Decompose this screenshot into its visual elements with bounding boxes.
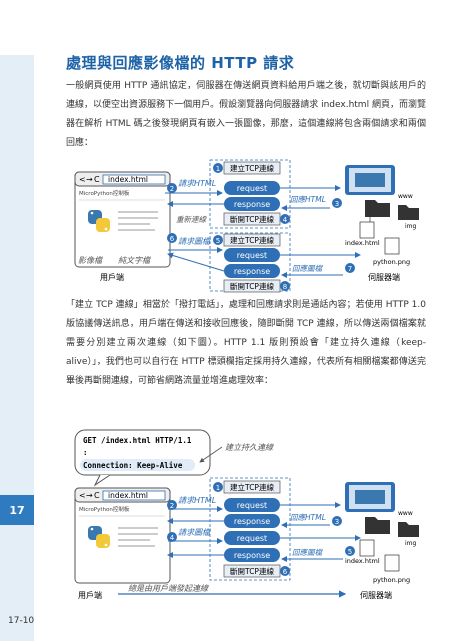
browser-caption: MicroPython控制板 [79,189,130,197]
hand-persistent: 建立持久連線 [225,443,274,452]
svg-text:7: 7 [348,265,352,273]
python-logo-icon [88,210,110,232]
svg-text:1: 1 [216,484,220,492]
client-label-2: 用戶端 [78,590,102,600]
code-line-3: Connection: Keep-Alive [83,461,183,470]
chapter-tab: 17 [0,495,34,525]
svg-text:6: 6 [283,568,288,576]
file-python-2: python.png [373,576,410,584]
client-label: 用戶端 [100,272,124,282]
file-python: python.png [373,258,410,266]
request-2: request [237,251,267,260]
html-file-icon [359,539,375,557]
response-d2-2: response [234,551,270,560]
svg-text:5: 5 [216,237,220,245]
page-number: 17-10 [8,616,35,626]
refresh-icon: C [94,175,100,184]
html-file-icon [359,221,375,239]
svg-text:3: 3 [335,200,339,208]
response-d2-1: response [234,517,270,526]
file-index: index.html [345,239,380,247]
server-label: 伺服器端 [368,272,400,282]
svg-text:8: 8 [283,283,287,291]
section-title: 處理與回應影像檔的 HTTP 請求 [66,54,295,72]
image-file-icon [384,554,400,572]
svg-text:4: 4 [170,534,175,542]
code-line-2: : [83,448,88,457]
svg-text:6: 6 [170,235,175,243]
resp-image-label-2: 回應圖檔 [292,548,323,557]
build-tcp-d2: 建立TCP連線 [230,482,274,492]
close-tcp-d2: 斷開TCP連線 [230,566,274,576]
svg-text:5: 5 [348,548,352,556]
python-logo-icon [88,526,110,548]
file-index-2: index.html [345,557,380,565]
req-html-label-2: 請求HTML [178,496,216,505]
back-icon: < [79,175,86,184]
diagram-2: GET /index.html HTTP/1.1 : Connection: K… [74,429,419,600]
resp-html-label-2: 回應HTML [290,513,326,522]
paragraph-keepalive: 「建立 TCP 連線」相當於「撥打電話」，處理和回應請求則是通話內容；若使用 H… [66,300,426,386]
svg-text:www: www [398,510,413,517]
back-icon: < [79,491,86,500]
close-tcp-2: 斷開TCP連線 [230,281,274,291]
forward-icon: → [86,491,93,500]
browser-window-2: < → C index.html MicroPython控制板 [74,487,171,584]
req-image-label: 請求圖檔 [178,237,211,246]
resp-html-label: 回應HTML [290,195,326,204]
svg-text:3: 3 [335,518,339,526]
forward-icon: → [86,175,93,184]
request-d2-1: request [237,501,267,510]
build-tcp-2: 建立TCP連線 [230,235,274,245]
response-2: response [234,267,270,276]
url-text-2: index.html [108,491,148,500]
svg-text:2: 2 [170,502,174,510]
resp-image-label: 回應圖檔 [292,264,323,273]
req-html-label: 請求HTML [178,179,216,188]
refresh-icon: C [94,491,100,500]
hand-bottom: 總是由用戶端發起連線 [128,584,209,593]
svg-text:4: 4 [283,216,288,224]
close-tcp-1: 斷開TCP連線 [230,214,274,224]
request-d2-2: request [237,534,267,543]
chapter-sidebar [0,55,34,641]
server-label-2: 伺服器端 [360,590,392,600]
server-icon: www [345,165,413,200]
code-line-1: GET /index.html HTTP/1.1 [83,436,192,445]
svg-text:2: 2 [170,185,174,193]
svg-text:1: 1 [216,165,220,173]
url-text: index.html [108,175,148,184]
req-image-label-2: 請求圖檔 [178,528,211,537]
svg-text:img: img [405,223,417,230]
paragraph-intro: 一般網頁使用 HTTP 通訊協定，伺服器在傳送網頁資料給用戶端之後，就切斷與該用… [66,81,426,148]
server-icon-2: www [345,482,413,517]
build-tcp-1: 建立TCP連線 [230,163,274,173]
request-1: request [237,184,267,193]
svg-text:www: www [398,193,413,200]
response-1: response [234,200,270,209]
svg-text:img: img [405,540,417,547]
browser-caption-2: MicroPython控制板 [79,505,130,513]
hand-label-text: 純文字檔 [118,256,151,265]
folder-icons-2: img index.html python.png [345,517,419,584]
image-file-icon [384,237,400,255]
browser-window: < → C index.html MicroPython控制板 [74,171,171,268]
hand-label-image: 影像檔 [78,256,103,265]
hand-reconnect: 重新連線 [176,215,207,224]
folder-icons: img index.html python.png [345,200,419,266]
diagram-1: < → C index.html MicroPython控制板 影像檔 純文字檔… [74,159,419,293]
